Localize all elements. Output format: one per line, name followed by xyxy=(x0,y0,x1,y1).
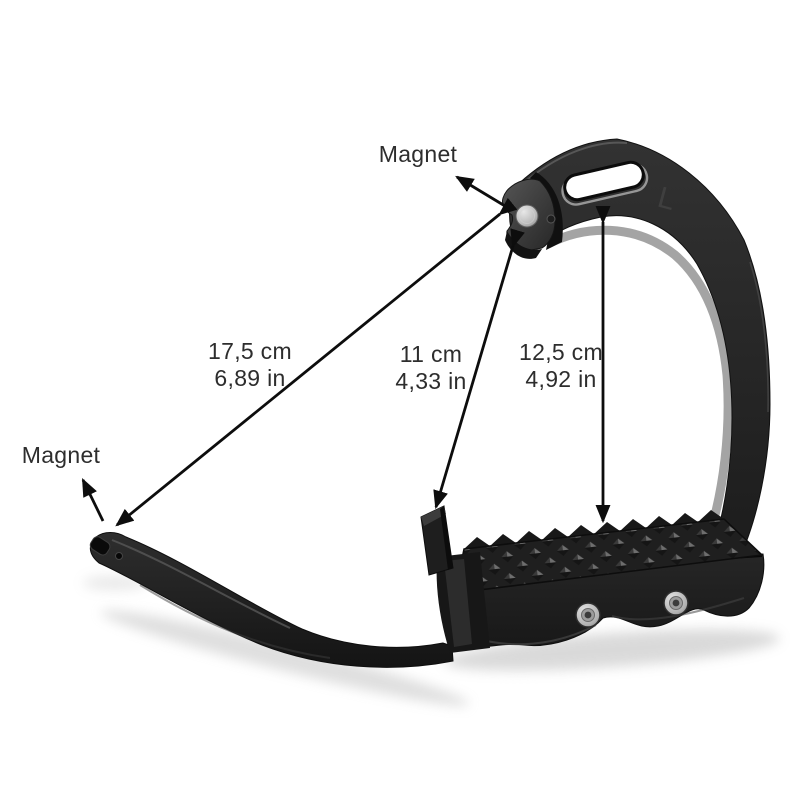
measurement-cm-value: 11 cm xyxy=(399,341,463,367)
measurement-17-5-cm: 17,5 cm 6,89 in xyxy=(170,338,330,392)
footbed-screw-middle xyxy=(575,602,601,628)
latch-tab xyxy=(420,505,454,576)
arm-pivot-hole xyxy=(115,552,123,560)
release-arm xyxy=(89,532,454,668)
hinge-bracket xyxy=(436,552,490,653)
head-screw xyxy=(546,214,556,224)
ground-shadow xyxy=(83,576,780,706)
measurement-11-cm: 11 cm 4,33 in xyxy=(351,341,511,395)
annotation-arrows xyxy=(81,175,611,527)
stirrup-arch: L xyxy=(502,138,771,560)
bottom-magnet-recess xyxy=(89,536,111,556)
magnet-label-bottom: Magnet xyxy=(21,442,101,468)
footbed xyxy=(448,510,765,648)
arrow-11-cm xyxy=(433,228,525,510)
measurement-in-value: 4,92 in xyxy=(525,366,597,392)
arrow-magnet-bottom-label xyxy=(81,477,105,522)
measurement-in-value: 6,89 in xyxy=(214,365,286,391)
measurement-cm-value: 17,5 cm xyxy=(208,338,292,364)
measurement-12-5-cm: 12,5 cm 4,92 in xyxy=(481,339,641,393)
leather-slot xyxy=(561,160,649,206)
magnet-label-top: Magnet xyxy=(378,141,458,167)
arrow-magnet-top-label xyxy=(455,175,506,208)
footbed-screw-right xyxy=(663,590,689,616)
measurement-in-value: 4,33 in xyxy=(395,368,467,394)
arch-inner-face xyxy=(545,225,733,542)
measurement-cm-value: 12,5 cm xyxy=(519,339,603,365)
